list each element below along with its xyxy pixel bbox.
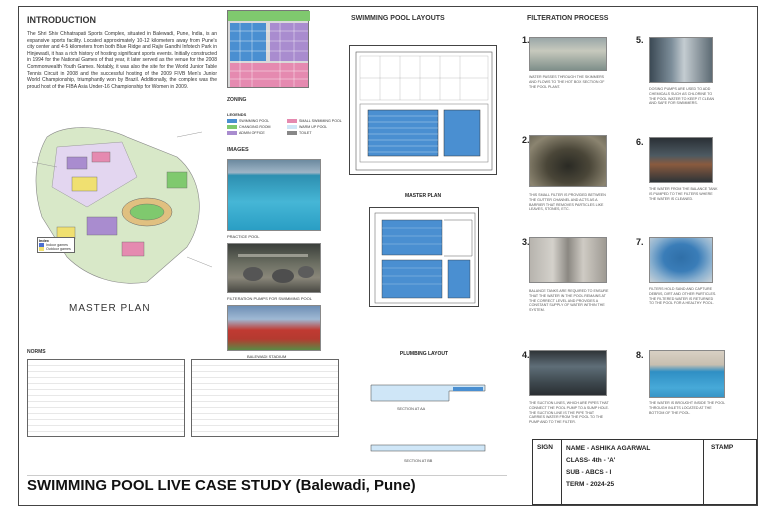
- filtration-step-4-photo: [529, 350, 607, 396]
- plumbing-layout-label: PLUMBING LAYOUT: [399, 351, 449, 357]
- filtration-pumps-caption: FILTERATION PUMPS FOR SWIMMING POOL: [227, 296, 312, 301]
- drawing-sheet: INTRODUCTION The Shri Shiv Chhatrapati S…: [18, 6, 758, 506]
- filtration-step-4-number: 4.: [522, 350, 530, 360]
- filtration-step-3-number: 3.: [522, 237, 530, 247]
- filtration-step-5-text: DOSING PUMPS ARE USED TO ADD CHEMICALS S…: [649, 87, 715, 106]
- field-class: CLASS- 4th - 'A': [566, 457, 616, 464]
- stamp-label: STAMP: [711, 444, 734, 451]
- zone-legend-item: TOILET: [287, 131, 347, 135]
- zoning-heading: ZONING: [227, 97, 247, 103]
- master-plan-drawing: Index Indoor games Outdoor games: [27, 117, 217, 292]
- filtration-step-2-number: 2.: [522, 135, 530, 145]
- layouts-heading: SWIMMING POOL LAYOUTS: [351, 15, 445, 22]
- intro-heading: INTRODUCTION: [27, 15, 96, 25]
- images-heading: IMAGES: [227, 147, 249, 153]
- field-sub: SUB - ABCS - I: [566, 469, 612, 476]
- pool-master-plan-label: MASTER PLAN: [404, 193, 442, 199]
- title-block-divider-right: [703, 440, 704, 504]
- plumbing-layout-drawing: [369, 207, 479, 307]
- filtration-step-3-text: BALANCE TANKS ARE REQUIRED TO ENSURE THA…: [529, 289, 609, 313]
- zoning-legends-heading: LEGENDS: [227, 112, 247, 117]
- zone-legend-item: WARM UP POOL: [287, 125, 347, 129]
- filtration-step-3-photo: [529, 237, 607, 283]
- title-divider: [27, 475, 507, 476]
- filtration-step-5-number: 5.: [636, 35, 644, 45]
- practice-pool-photo: [227, 159, 321, 231]
- title-block-divider-left: [561, 440, 562, 504]
- section-bb-drawing: [369, 441, 487, 455]
- master-plan-legend: Index Indoor games Outdoor games: [37, 237, 75, 253]
- zone-legend-item: SWIMMING POOL: [227, 119, 287, 123]
- filtration-step-8-number: 8.: [636, 350, 644, 360]
- zoning-legend: SWIMMING POOL SMALL SWIMMING POOL CHANGI…: [227, 119, 347, 135]
- zone-legend-item: CHANGING ROOM: [227, 125, 287, 129]
- balewadi-stadium-photo: [227, 305, 321, 351]
- filtration-step-6-number: 6.: [636, 137, 644, 147]
- zoning-plan: [227, 10, 310, 88]
- filtration-heading: FILTERATION PROCESS: [527, 15, 609, 22]
- balewadi-stadium-caption: BALEWADI STADIUM: [247, 354, 287, 359]
- filtration-step-4-text: THE SUCTION LINES, WHICH ARE PIPES THAT …: [529, 401, 609, 425]
- sheet-title: SWIMMING POOL LIVE CASE STUDY (Balewadi,…: [27, 477, 416, 494]
- practice-pool-caption: PRACTICE POOL: [227, 234, 260, 239]
- filtration-step-1-number: 1.: [522, 35, 530, 45]
- pool-master-plan-drawing: [349, 45, 497, 175]
- norms-table-left: [27, 359, 185, 437]
- field-term: TERM - 2024-25: [566, 481, 615, 488]
- norms-heading: NORMS: [27, 349, 46, 355]
- filtration-step-5-photo: [649, 37, 713, 83]
- legend-indoor: Indoor games: [39, 243, 73, 247]
- filtration-step-1-text: WATER PASSES THROUGH THE SKIMMERS AND FL…: [529, 75, 605, 89]
- filtration-step-7-number: 7.: [636, 237, 644, 247]
- filtration-pumps-photo: [227, 243, 321, 293]
- intro-body: The Shri Shiv Chhatrapati Sports Complex…: [27, 31, 217, 90]
- filtration-step-1-photo: [529, 37, 607, 71]
- filtration-step-6-text: THE WATER FROM THE BALANCE TANK IS PUMPE…: [649, 187, 718, 201]
- section-aa-drawing: [369, 377, 487, 407]
- filtration-step-7-text: FILTERS HOLD SAND AND CAPTURE DEBRIS, DI…: [649, 287, 717, 306]
- master-plan-legend-heading: Index: [39, 239, 49, 243]
- legend-outdoor: Outdoor games: [39, 247, 73, 251]
- filtration-step-2-text: THIS SMALL FILTER IS PROVIDED BETWEEN TH…: [529, 193, 606, 212]
- master-plan-title: MASTER PLAN: [69, 303, 151, 314]
- filtration-step-8-photo: [649, 350, 725, 398]
- norms-table-right: [191, 359, 339, 437]
- filtration-step-8-text: THE WATER IS BROUGHT INSIDE THE POOL THR…: [649, 401, 726, 415]
- section-bb-label: SECTION AT BB: [404, 459, 433, 463]
- section-aa-label: SECTION AT AA: [397, 407, 426, 411]
- filtration-step-6-photo: [649, 137, 713, 183]
- title-block: SIGN STAMP NAME - ASHIKA AGARWAL CLASS- …: [532, 439, 757, 505]
- sign-label: SIGN: [537, 444, 553, 451]
- zone-legend-item: SMALL SWIMMING POOL: [287, 119, 347, 123]
- filtration-step-7-photo: [649, 237, 713, 283]
- filtration-step-2-photo: [529, 135, 607, 187]
- field-name: NAME - ASHIKA AGARWAL: [566, 445, 651, 452]
- zone-legend-item: ADMIN OFFICE: [227, 131, 287, 135]
- student-details: NAME - ASHIKA AGARWAL CLASS- 4th - 'A' S…: [566, 443, 700, 491]
